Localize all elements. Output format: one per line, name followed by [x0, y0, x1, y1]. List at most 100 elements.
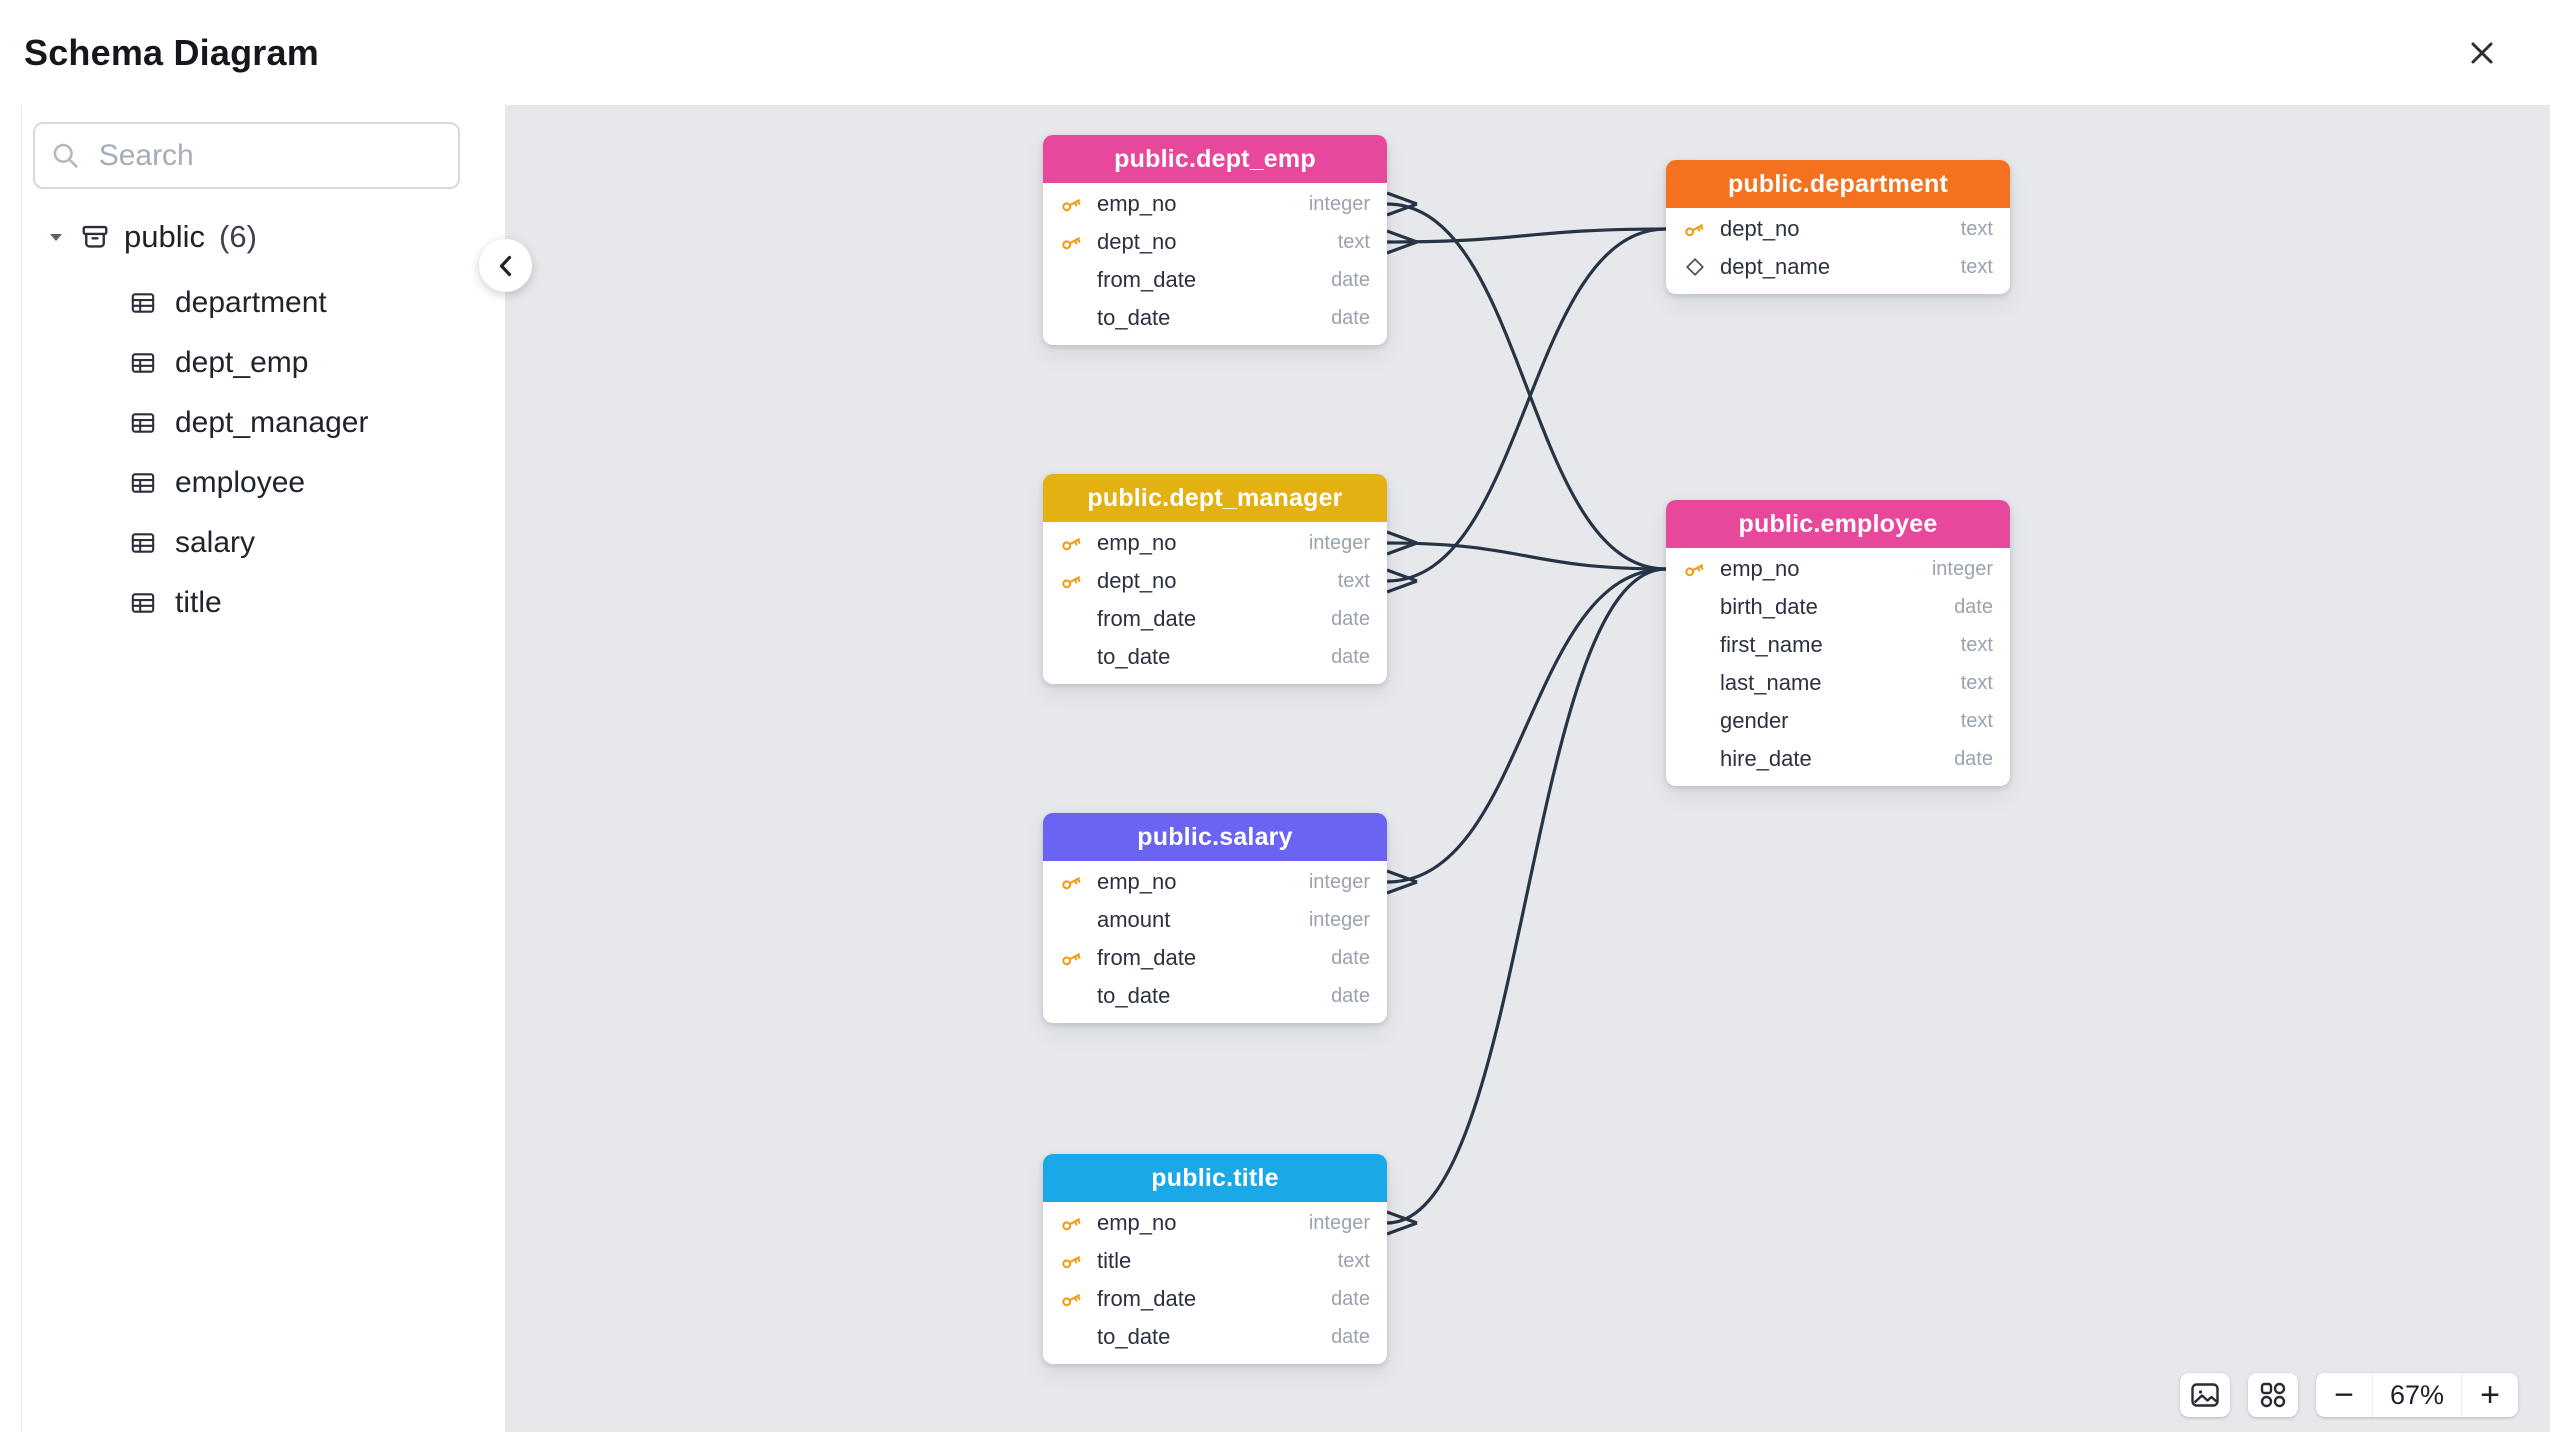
zoom-in-button[interactable]: +	[2462, 1373, 2518, 1417]
search-input[interactable]	[96, 137, 442, 174]
field-type: integer	[1308, 870, 1370, 893]
sidebar-item-label: dept_emp	[175, 346, 309, 379]
search-box	[33, 122, 460, 189]
page-title: Schema Diagram	[24, 31, 319, 73]
table-header-title[interactable]: public.title	[1043, 1154, 1387, 1202]
no-icon-spacer	[1060, 306, 1084, 330]
sidebar-item-department[interactable]: department	[0, 273, 505, 333]
fit-view-button[interactable]	[2248, 1373, 2298, 1417]
tree-node-public-schema[interactable]: public (6)	[0, 211, 505, 263]
sidebar-item-label: employee	[175, 466, 306, 499]
field-type: text	[1337, 1249, 1370, 1272]
relationship-edge-dept_emp-employee[interactable]	[1386, 191, 1667, 571]
export-image-button[interactable]	[2180, 1373, 2230, 1417]
field-type: text	[1960, 709, 1993, 732]
table-icon	[131, 593, 155, 613]
sidebar-item-dept_manager[interactable]: dept_manager	[0, 393, 505, 453]
sidebar-item-label: salary	[175, 526, 256, 559]
field-name: from_date	[1097, 1286, 1197, 1311]
field-name: birth_date	[1720, 594, 1818, 619]
field-name: last_name	[1720, 670, 1822, 695]
schema-icon	[82, 225, 108, 248]
sidebar-item-title[interactable]: title	[0, 573, 505, 633]
sidebar-collapse-button[interactable]	[479, 239, 532, 292]
primary-key-icon	[1685, 224, 1704, 237]
field-type: text	[1960, 217, 1993, 240]
zoom-out-button[interactable]: −	[2316, 1373, 2372, 1417]
search-icon	[53, 143, 78, 168]
field-name: emp_no	[1097, 1210, 1177, 1235]
chevron-left-icon	[499, 255, 511, 276]
sidebar-item-label: department	[175, 286, 327, 319]
close-button[interactable]	[2454, 25, 2510, 81]
schema-sidebar: public (6) department dept_emp dept_mana…	[0, 105, 505, 1432]
field-type: text	[1960, 255, 1993, 278]
relationship-edge-title-employee[interactable]	[1386, 567, 1667, 1236]
relationship-edge-dept_emp-department[interactable]	[1386, 227, 1667, 255]
sidebar-item-employee[interactable]: employee	[0, 453, 505, 513]
table-header-employee[interactable]: public.employee	[1666, 500, 2010, 548]
field-name: dept_name	[1720, 254, 1831, 279]
field-row-employee-birth_date[interactable]: birth_date date	[1666, 588, 2010, 626]
no-icon-spacer	[1683, 747, 1707, 771]
table-header-dept_manager[interactable]: public.dept_manager	[1043, 474, 1387, 522]
sidebar-item-salary[interactable]: salary	[0, 513, 505, 573]
field-row-department-dept_name[interactable]: dept_name text	[1666, 248, 2010, 286]
field-type: text	[1960, 633, 1993, 656]
table-header-salary[interactable]: public.salary	[1043, 813, 1387, 861]
relationship-edge-dept_manager-employee[interactable]	[1386, 530, 1667, 571]
no-icon-spacer	[1060, 607, 1084, 631]
canvas-controls: − 67% +	[2180, 1373, 2518, 1417]
sidebar-item-dept_emp[interactable]: dept_emp	[0, 333, 505, 393]
primary-key-icon	[1062, 576, 1081, 589]
relationship-edges-layer	[1386, 191, 1667, 1236]
field-name: to_date	[1097, 983, 1171, 1008]
table-header-department[interactable]: public.department	[1666, 160, 2010, 208]
primary-key-icon	[1062, 1256, 1081, 1269]
no-icon-spacer	[1683, 671, 1707, 695]
relationship-edge-salary-employee[interactable]	[1386, 567, 1667, 895]
dialog-header: Schema Diagram	[0, 0, 2550, 105]
no-icon-spacer	[1683, 633, 1707, 657]
no-icon-spacer	[1060, 908, 1084, 932]
table-icon	[131, 293, 155, 313]
field-type: date	[1954, 595, 1993, 618]
table-header-dept_emp[interactable]: public.dept_emp	[1043, 135, 1387, 183]
relationship-edge-dept_manager-department[interactable]	[1386, 227, 1667, 594]
field-type: integer	[1308, 192, 1370, 215]
no-icon-spacer	[1683, 709, 1707, 733]
